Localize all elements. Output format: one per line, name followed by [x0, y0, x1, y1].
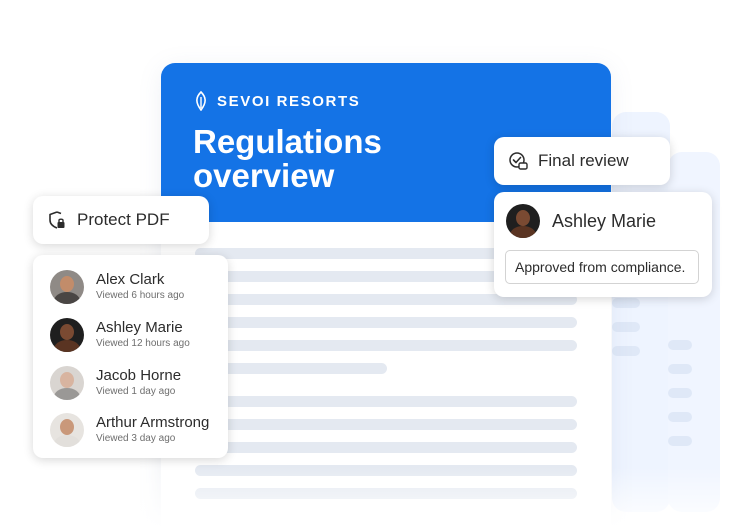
comment-message: Approved from compliance.: [505, 250, 699, 284]
background-line: [612, 322, 640, 332]
background-line: [668, 436, 692, 446]
viewer-item[interactable]: Jacob Horne Viewed 1 day ago: [50, 366, 181, 400]
background-line: [668, 388, 692, 398]
background-line: [668, 340, 692, 350]
shield-lock-icon: [49, 211, 65, 229]
document-title: Regulations overview: [193, 123, 382, 194]
avatar: [50, 413, 84, 447]
leaf-logo-icon: [196, 91, 206, 111]
review-comment-card: Ashley Marie Approved from compliance.: [494, 192, 712, 297]
viewer-time: Viewed 12 hours ago: [96, 338, 190, 349]
avatar: [50, 270, 84, 304]
viewer-item[interactable]: Alex Clark Viewed 6 hours ago: [50, 270, 184, 304]
background-line: [668, 412, 692, 422]
background-line: [612, 298, 640, 308]
text-line: [195, 340, 577, 351]
final-review-label: Final review: [538, 151, 629, 170]
check-comment-icon: [509, 152, 528, 170]
viewer-time: Viewed 3 day ago: [96, 433, 176, 444]
viewer-item[interactable]: Ashley Marie Viewed 12 hours ago: [50, 318, 190, 352]
viewer-time: Viewed 1 day ago: [96, 386, 176, 397]
background-line: [668, 364, 692, 374]
final-review-button[interactable]: Final review: [494, 137, 670, 185]
brand: SEVOI RESORTS: [193, 91, 360, 111]
text-line: [195, 419, 577, 430]
viewer-name: Alex Clark: [96, 271, 165, 288]
brand-name: SEVOI RESORTS: [217, 92, 361, 110]
protect-pdf-label: Protect PDF: [77, 210, 170, 229]
text-line: [195, 294, 577, 305]
viewer-name: Ashley Marie: [96, 319, 183, 336]
avatar: [506, 204, 540, 238]
text-line: [195, 396, 577, 407]
fade-overlay: [140, 467, 740, 527]
comment-author-name: Ashley Marie: [552, 210, 657, 231]
text-line: [195, 363, 387, 374]
text-line: [195, 442, 577, 453]
viewer-name: Jacob Horne: [96, 367, 182, 384]
avatar: [50, 318, 84, 352]
viewer-time: Viewed 6 hours ago: [96, 290, 185, 301]
text-line: [195, 248, 577, 259]
viewers-list-card: Alex Clark Viewed 6 hours ago Ashley Mar…: [33, 255, 228, 458]
background-line: [612, 346, 640, 356]
text-line: [195, 271, 577, 282]
viewer-name: Arthur Armstrong: [96, 414, 210, 431]
comment-author-row: Ashley Marie: [506, 204, 656, 238]
viewer-item[interactable]: Arthur Armstrong Viewed 3 day ago: [50, 413, 209, 447]
protect-pdf-button[interactable]: Protect PDF: [33, 196, 209, 244]
avatar: [50, 366, 84, 400]
text-line: [195, 317, 577, 328]
